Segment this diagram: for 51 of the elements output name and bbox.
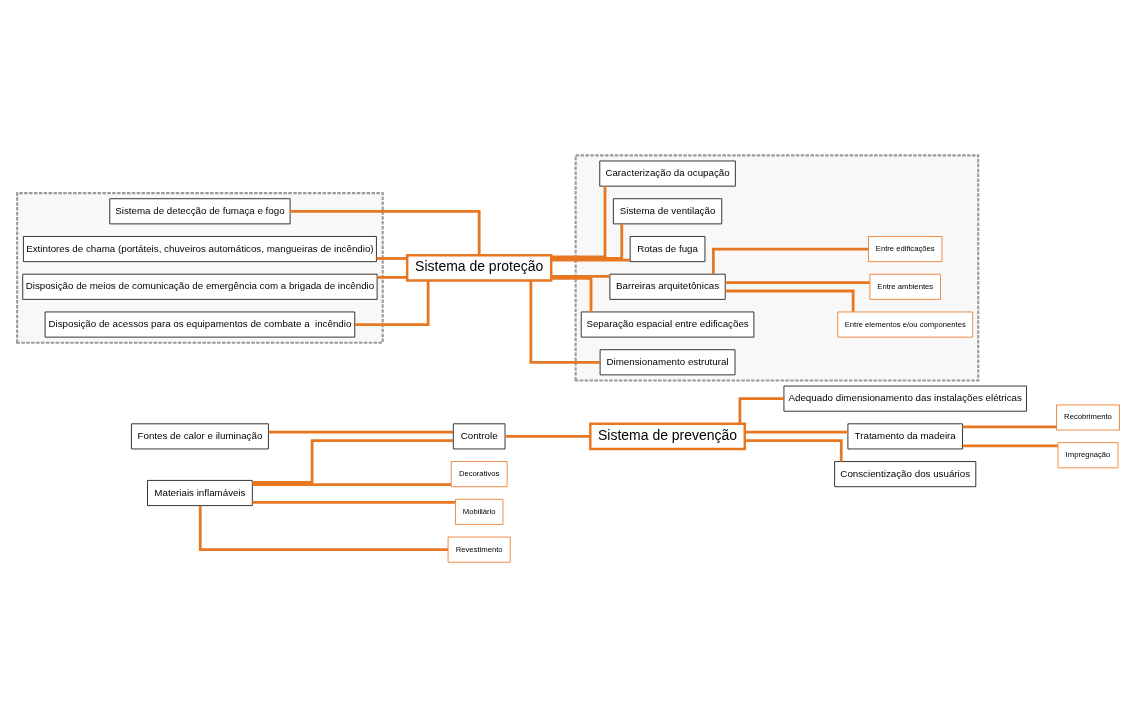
connector	[505, 434, 591, 438]
cluster	[574, 153, 980, 381]
node-box: Sistema de proteção	[405, 253, 553, 282]
node-box: Materiais inflamáveis	[147, 479, 253, 506]
connector	[252, 482, 452, 486]
node-box: Sistema de prevenção	[589, 422, 746, 450]
node-box: Tratamento da madeira	[847, 422, 963, 449]
connector	[962, 443, 1058, 447]
connector	[551, 185, 607, 258]
node-box: Decorativos	[450, 460, 508, 487]
node-box: Impregnação	[1057, 441, 1119, 468]
node-box: Fontes de calor e iluminação	[130, 422, 269, 449]
node-box: Sistema de detecção de fumaça e fogo	[109, 197, 291, 224]
connector	[377, 275, 408, 279]
node-box: Caracterização da ocupação	[599, 160, 736, 187]
cluster	[16, 191, 384, 344]
node-box: Dimensionamento estrutural	[599, 348, 736, 375]
connector	[290, 209, 481, 255]
connector	[551, 276, 593, 312]
connector	[252, 500, 456, 504]
node-box: Rotas de fuga	[629, 235, 706, 262]
connector	[725, 280, 870, 284]
node-box: Mobiliário	[455, 498, 504, 525]
connector	[962, 425, 1057, 428]
node-box: Conscientização dos usuários	[834, 460, 977, 487]
connector	[252, 438, 454, 484]
node-box: Barreiras arquitetônicas	[609, 273, 726, 300]
node-box: Controle	[452, 422, 506, 449]
connector	[551, 274, 610, 278]
node-box: Extintores de chama (portáteis, chuveiros automáticos, mangueiras de incêndio)	[22, 235, 377, 262]
node-box: Revestimento	[447, 536, 511, 563]
connector	[529, 280, 601, 364]
node-box: Disposição de meios de comunicação de emergência com a brigada de incêndio	[22, 273, 378, 300]
connector	[268, 430, 453, 434]
node-box: Adequado dimensionamento das instalações elétricas	[783, 385, 1027, 412]
connector	[355, 280, 430, 326]
node-box: Separação espacial entre edificações	[580, 311, 755, 338]
node-box: Entre edificações	[868, 235, 943, 262]
node-box: Sistema de ventilação	[612, 197, 723, 224]
node-box: Entre elementos e/ou componentes	[837, 311, 974, 338]
node-box: Recobrimento	[1056, 404, 1120, 430]
node-box: Disposição de acessos para os equipamentos de combate a incêndio	[44, 311, 356, 338]
connector	[198, 505, 448, 551]
connector	[711, 247, 869, 274]
connector	[738, 396, 784, 424]
connector	[551, 223, 624, 260]
node-box: Entre ambientes	[869, 273, 941, 300]
connector	[376, 256, 407, 260]
connector	[551, 258, 631, 261]
connector	[725, 289, 855, 312]
connector	[745, 430, 848, 434]
